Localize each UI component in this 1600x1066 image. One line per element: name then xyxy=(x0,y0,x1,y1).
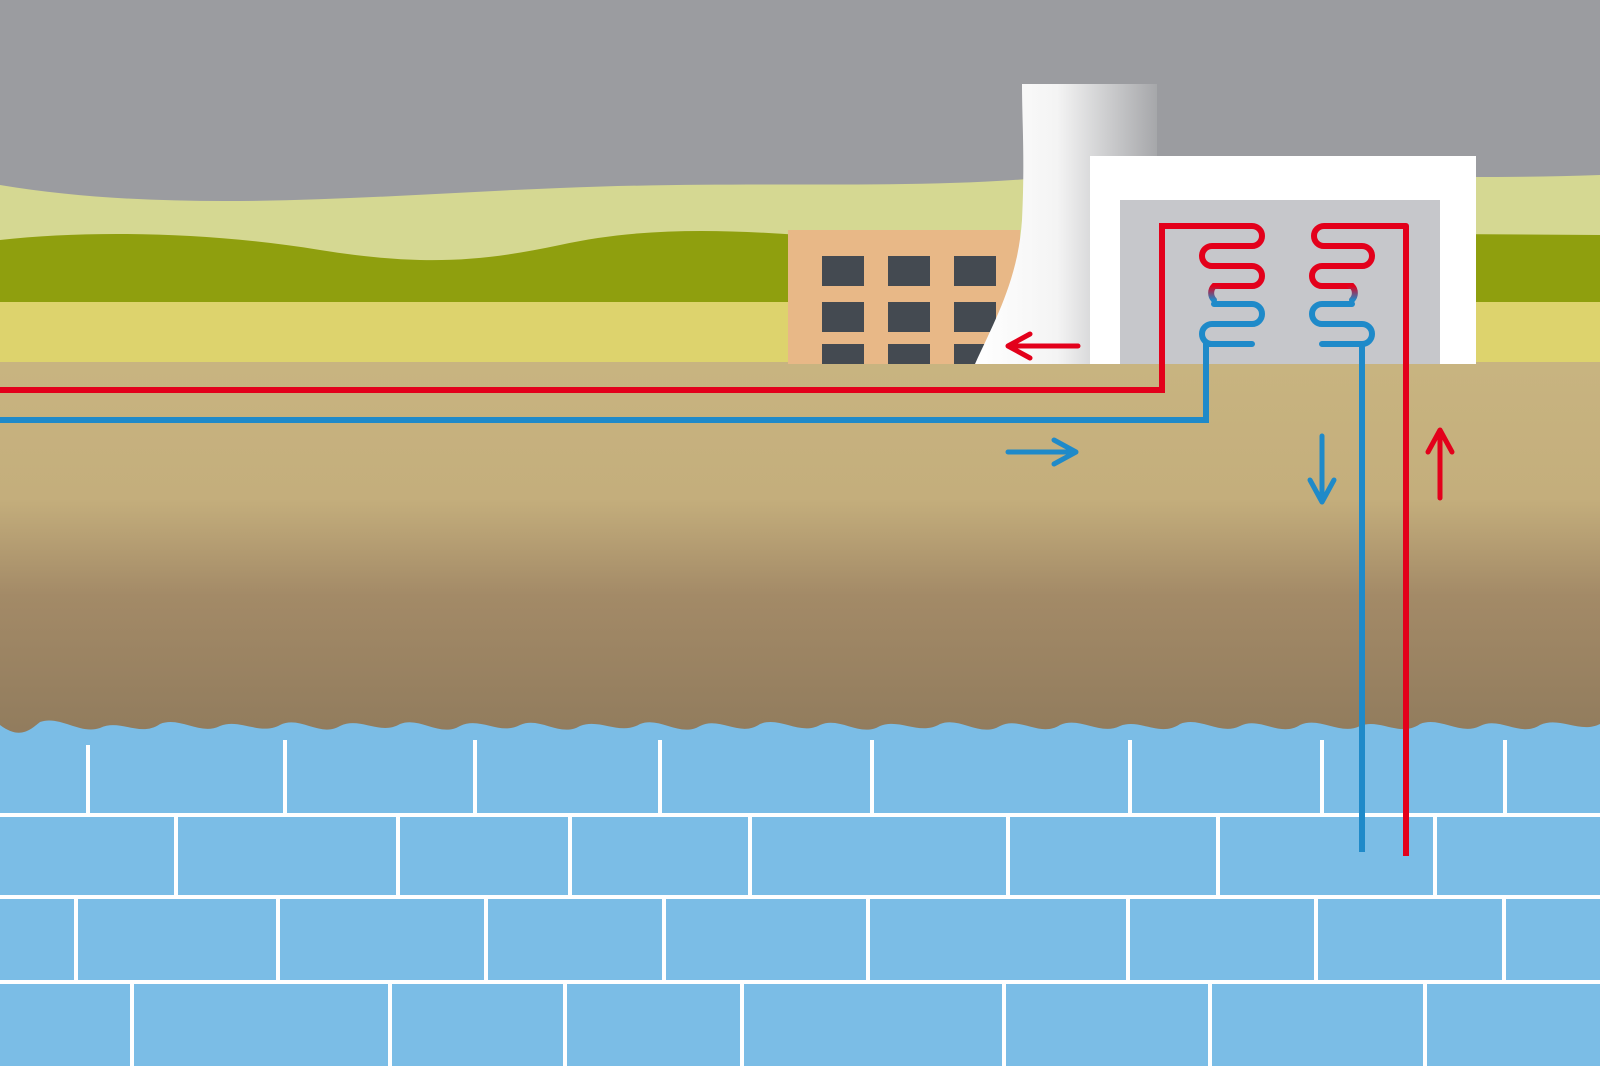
well-injection-pipe xyxy=(1322,341,1365,852)
red-arrow-up-icon xyxy=(1425,427,1455,501)
hot-supply-pipe xyxy=(0,223,1192,393)
left-heat-exchanger-coil xyxy=(1189,223,1265,347)
soil-layer xyxy=(0,362,1600,752)
aquifer-brick-lines xyxy=(0,740,1600,1066)
office-building xyxy=(788,230,1020,364)
building-windows xyxy=(822,256,996,364)
red-arrow-left-icon xyxy=(1005,331,1081,361)
power-plant xyxy=(1090,156,1476,364)
blue-arrow-down-icon xyxy=(1307,433,1337,505)
blue-arrow-right-icon xyxy=(1005,437,1079,467)
right-heat-exchanger-coil xyxy=(1309,223,1409,347)
aquifer xyxy=(0,720,1600,1066)
